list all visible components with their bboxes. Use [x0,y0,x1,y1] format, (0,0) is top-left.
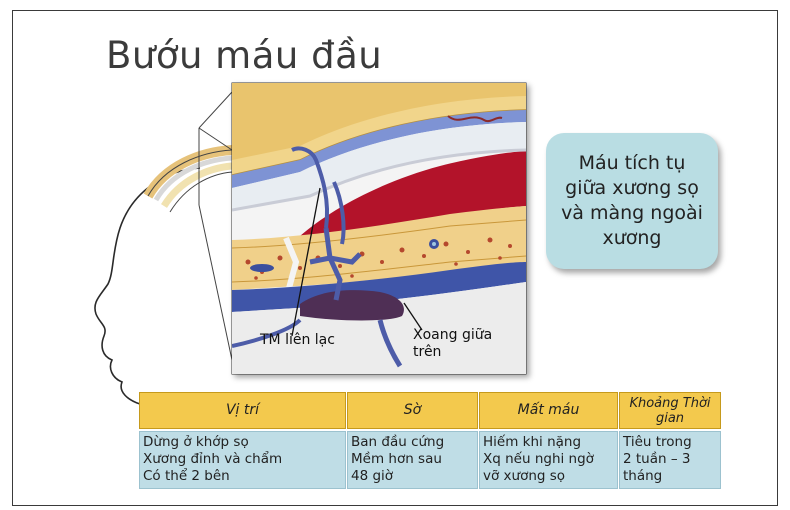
table-cell-khoang-thoi-gian: Tiêu trong 2 tuần – 3 tháng [619,431,721,489]
table-line: Tiêu trong [623,434,717,451]
label-xoang-giua-line1: Xoang giữa [413,327,492,343]
table-header-vi-tri: Vị trí [139,392,346,429]
table-line: tháng [623,468,717,485]
label-tm-lien-lac: TM liên lạc [260,332,335,348]
table-line: 2 tuần – 3 [623,451,717,468]
table-line: Dừng ở khớp sọ [143,434,342,451]
table-cell-vi-tri: Dừng ở khớp sọ Xương đỉnh và chẩm Có thể… [139,431,346,489]
head-outline [95,168,200,418]
table-header-so: Sờ [347,392,478,429]
table-line: vỡ xương sọ [483,468,614,485]
table-cell-so: Ban đầu cứng Mềm hơn sau 48 giờ [347,431,478,489]
table-line: Mềm hơn sau [351,451,474,468]
callout-box: Máu tích tụ giữa xương sọ và màng ngoài … [546,133,718,269]
table-line: Có thể 2 bên [143,468,342,485]
callout-text: Máu tích tụ giữa xương sọ và màng ngoài … [557,151,707,251]
table-line: Ban đầu cứng [351,434,474,451]
table-cell-mat-mau: Hiếm khi nặng Xq nếu nghi ngờ vỡ xương s… [479,431,618,489]
label-xoang-giua-line2: trên [413,344,441,360]
table-line: Xq nếu nghi ngờ [483,451,614,468]
table-line: Xương đỉnh và chẩm [143,451,342,468]
table-header-khoang-thoi-gian: Khoảng Thời gian [619,392,721,429]
table-line: Hiếm khi nặng [483,434,614,451]
table-line: 48 giờ [351,468,474,485]
table-header-mat-mau: Mất máu [479,392,618,429]
